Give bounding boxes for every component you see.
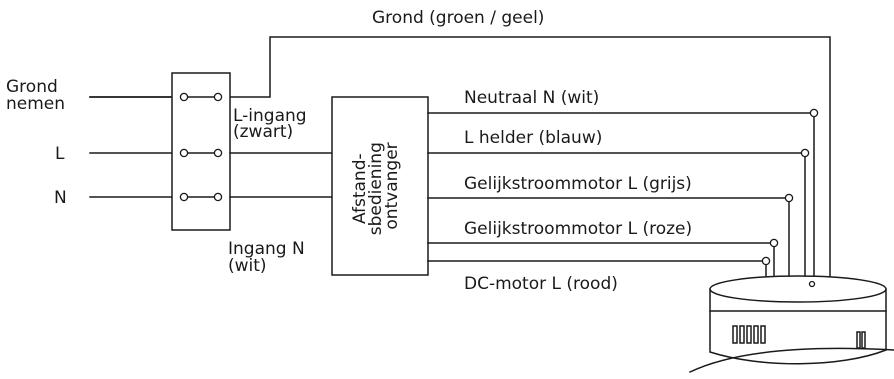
motor-top	[709, 275, 887, 303]
receiver-input-n-label: Ingang N (wit)	[228, 239, 310, 276]
receiver-input-l-label: L-ingang (zwart)	[233, 106, 312, 142]
output-label-pink: Gelijkstroommotor L (roze)	[464, 219, 692, 239]
motor-cable-inlet	[808, 280, 816, 288]
ceiling-fan-motor-icon	[688, 275, 894, 374]
terminal-ground	[179, 92, 223, 102]
output-label-light: L helder (blauw)	[464, 128, 602, 148]
input-wires	[89, 96, 173, 198]
output-label-red: DC-motor L (rood)	[464, 274, 618, 294]
ground-wire-label: Grond (groen / geel)	[372, 8, 544, 28]
remote-receiver: Afstand- sbediening ontvanger	[331, 96, 429, 276]
receiver-label: Afstand- sbediening ontvanger	[350, 137, 402, 236]
output-labels: Neutraal N (wit) L helder (blauw) Gelijk…	[464, 88, 692, 294]
output-wires	[427, 108, 819, 297]
terminal-live	[179, 148, 223, 158]
terminal-block	[171, 72, 231, 231]
motor-body	[709, 288, 887, 365]
receiver-input-wires	[229, 152, 333, 198]
neutral-input-label: N	[54, 188, 67, 208]
ceiling-curve	[688, 347, 894, 374]
input-labels: Grond nemen L N	[6, 77, 67, 208]
terminal-neutral	[179, 192, 223, 202]
output-label-neutral: Neutraal N (wit)	[464, 88, 599, 108]
output-label-grey: Gelijkstroommotor L (grijs)	[464, 174, 692, 194]
receiver-body	[331, 96, 429, 276]
ground-input-label: Grond nemen	[6, 77, 65, 114]
motor-vents-left	[732, 325, 766, 344]
live-input-label: L	[55, 144, 65, 164]
